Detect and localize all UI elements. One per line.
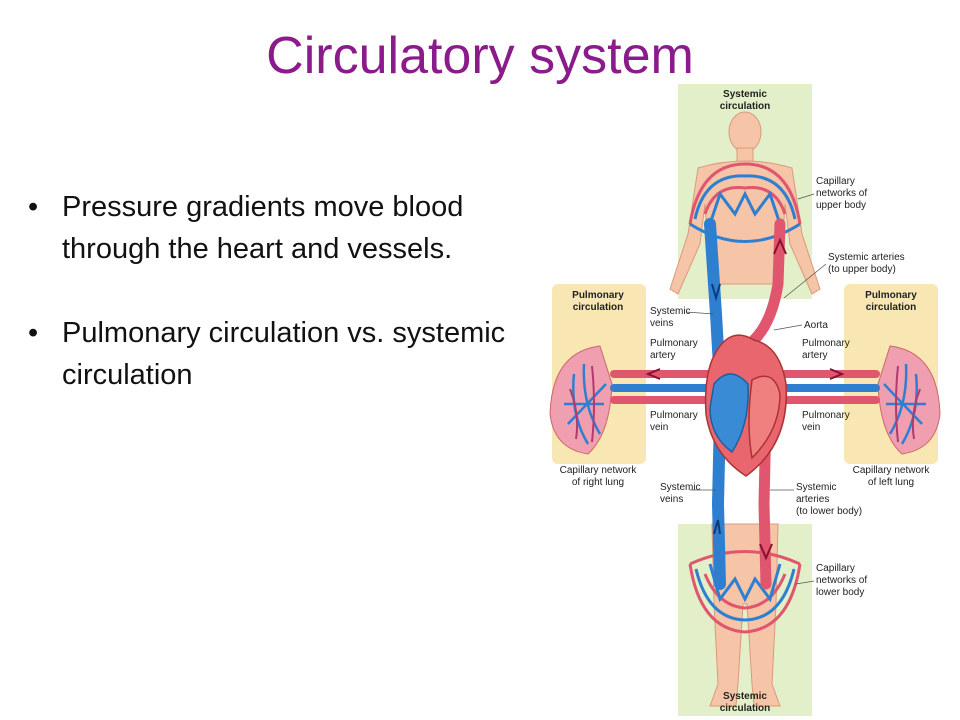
label-capillary-left-lung: of left lung [868,477,914,488]
label-pulmonary-artery-right: Pulmonary [802,338,850,349]
right-lung [549,345,613,455]
label-systemic-veins-lower: Systemic [660,482,701,493]
label-systemic-veins-lower: veins [660,494,683,505]
circulation-diagram: Systemic circulation Systemic circulatio… [549,84,941,716]
bullet-text: Pulmonary circulation vs. systemic circu… [62,317,506,391]
systemic-circulation-title-bottom: circulation [720,703,771,714]
label-pulmonary-vein-right: vein [802,422,820,433]
label-capillary-lower: networks of [816,575,867,586]
label-systemic-arteries-lower: (to lower body) [796,506,862,517]
flow-arrows [645,237,845,561]
label-pulmonary-artery-left: artery [650,350,676,361]
systemic-circulation-title-bottom: Systemic [723,691,767,702]
bullet-dot-icon: • [28,191,39,223]
label-capillary-upper: networks of [816,188,867,199]
pulmonary-circulation-title-right: Pulmonary [865,290,917,301]
label-systemic-arteries-upper: (to upper body) [828,264,896,275]
left-lung [877,345,941,455]
pulmonary-vessels [610,370,880,404]
bullet-list: • Pressure gradients move blood through t… [26,186,536,438]
label-capillary-upper: upper body [816,200,866,211]
pulmonary-circulation-title-left: circulation [573,302,624,313]
label-pulmonary-vein-left: vein [650,422,668,433]
pulmonary-circulation-title-left: Pulmonary [572,290,624,301]
label-pulmonary-artery-right: artery [802,350,828,361]
heart [704,334,788,477]
bullet-text: Pressure gradients move blood through th… [62,191,464,265]
upper-capillary-network [688,162,802,243]
label-aorta: Aorta [804,320,828,331]
label-capillary-upper: Capillary [816,176,855,187]
slide-title: Circulatory system [266,27,694,85]
bullet-item: • Pressure gradients move blood through t… [26,186,536,270]
systemic-circulation-title-top: Systemic [723,89,767,100]
bullet-item: • Pulmonary circulation vs. systemic circ… [26,312,536,396]
pulmonary-circulation-title-right: circulation [866,302,917,313]
label-pulmonary-vein-right: Pulmonary [802,410,850,421]
label-capillary-lower: lower body [816,587,864,598]
label-systemic-arteries-upper: Systemic arteries [828,252,905,263]
label-capillary-lower: Capillary [816,563,855,574]
bullet-dot-icon: • [28,317,39,349]
label-capillary-right-lung: of right lung [572,477,624,488]
label-systemic-veins-upper: Systemic [650,306,691,317]
lower-capillary-network [688,550,802,634]
systemic-circulation-title-top: circulation [720,101,771,112]
label-capillary-right-lung: Capillary network [560,465,638,476]
label-capillary-left-lung: Capillary network [853,465,931,476]
label-pulmonary-artery-left: Pulmonary [650,338,698,349]
label-systemic-arteries-lower: Systemic [796,482,837,493]
label-pulmonary-vein-left: Pulmonary [650,410,698,421]
label-systemic-arteries-lower: arteries [796,494,829,505]
label-systemic-veins-upper: veins [650,318,673,329]
